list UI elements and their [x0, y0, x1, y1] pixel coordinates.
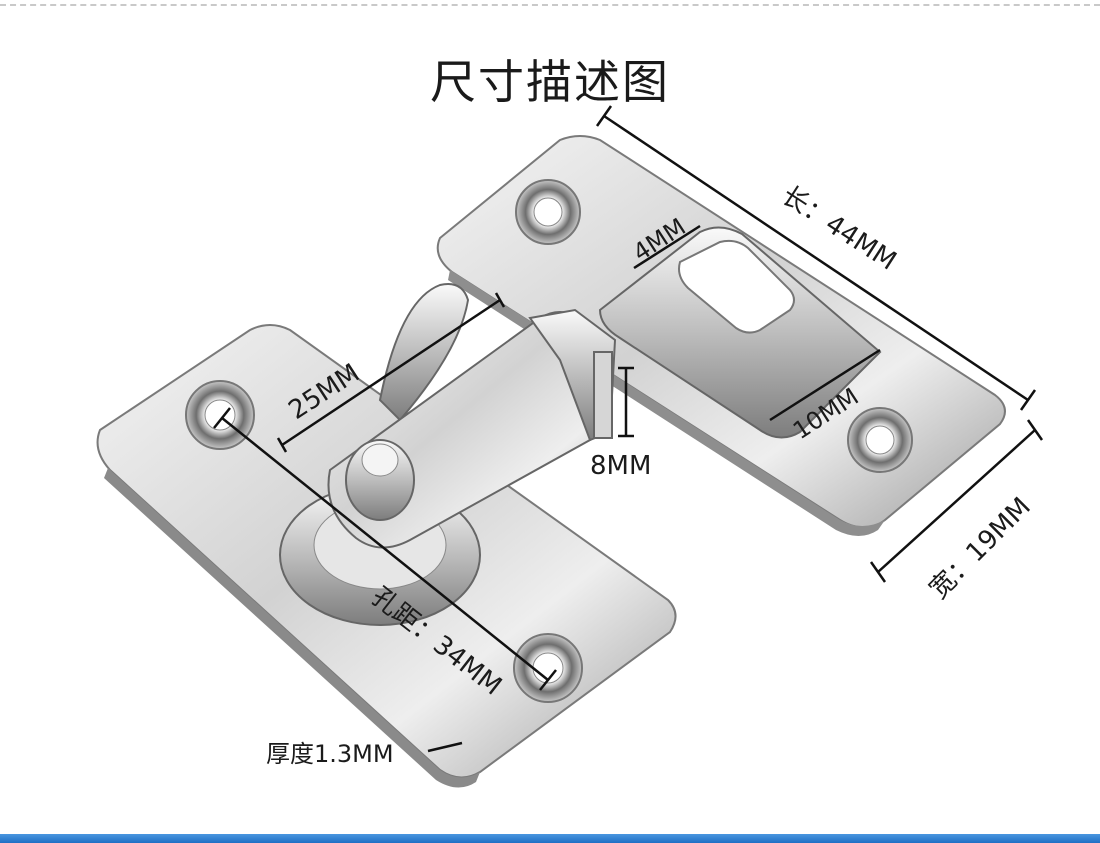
width-label: 宽：19MM	[924, 492, 1037, 605]
pivot-rivet	[345, 439, 415, 521]
screw-hole-top-right	[515, 179, 581, 245]
dimension-lines	[213, 105, 1044, 753]
length-dim-line	[603, 114, 1029, 402]
bolt-travel-dim-line	[281, 298, 501, 447]
page-title: 尺寸描述图	[430, 55, 670, 109]
screw-hole-bottom-left	[513, 633, 583, 703]
length-label: 长：44MM	[776, 181, 901, 277]
hole-distance-dim-line	[221, 417, 549, 681]
thickness-leader-line	[427, 741, 463, 753]
slot-dim-line	[633, 224, 701, 270]
screw-hole-top-left	[185, 380, 255, 450]
bottom-accent-bar	[0, 834, 1100, 843]
width-dim-line	[877, 429, 1036, 573]
bolt-height-label: 8MM	[590, 451, 651, 481]
slot-width-dim-line	[769, 348, 881, 422]
thickness-label: 厚度1.3MM	[266, 740, 394, 768]
top-dashed-rule	[0, 4, 1100, 6]
strike-catch	[598, 226, 882, 439]
screw-hole-bottom-right	[847, 407, 913, 473]
